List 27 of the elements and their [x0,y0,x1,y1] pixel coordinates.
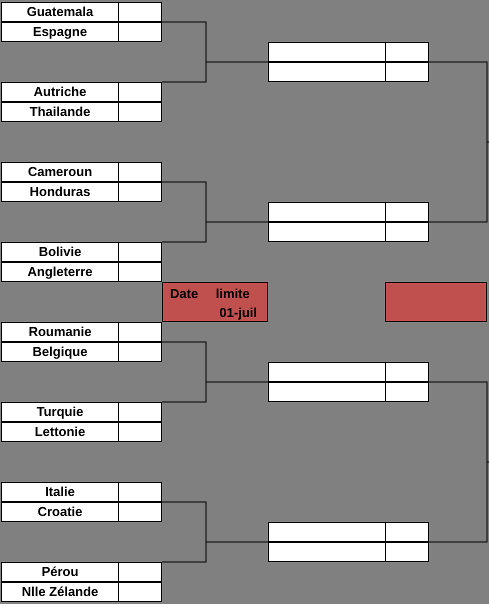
bracket-line [162,382,268,402]
team-name-cell: Turquie [1,402,119,422]
bracket-line [428,62,489,142]
team-name-cell: Bolivie [1,242,119,262]
deadline-label: Date limite [170,286,250,301]
team-name-cell: Cameroun [1,162,119,182]
bracket-line [162,222,268,242]
team-name-cell: Croatie [1,502,119,522]
team-name-cell: Angleterre [1,262,119,282]
highlight-box [385,282,487,322]
bracket-line [428,462,489,542]
deadline-date: 01-juil [219,305,257,320]
team-name-cell: Lettonie [1,422,119,442]
team-name-cell: Autriche [1,82,119,102]
team-name-cell: Honduras [1,182,119,202]
team-name-cell: Belgique [1,342,119,362]
bracket-line [428,382,489,462]
bracket-line [162,542,268,562]
bracket-line [162,62,268,82]
team-name-cell: Roumanie [1,322,119,342]
team-name-cell: Pérou [1,562,119,582]
team-name-cell: Espagne [1,22,119,42]
team-name-cell: Thailande [1,102,119,122]
team-name-cell: Guatemala [1,2,119,22]
team-name-cell: Nlle Zélande [1,582,119,602]
team-name-cell: Italie [1,482,119,502]
bracket-line [428,142,489,222]
